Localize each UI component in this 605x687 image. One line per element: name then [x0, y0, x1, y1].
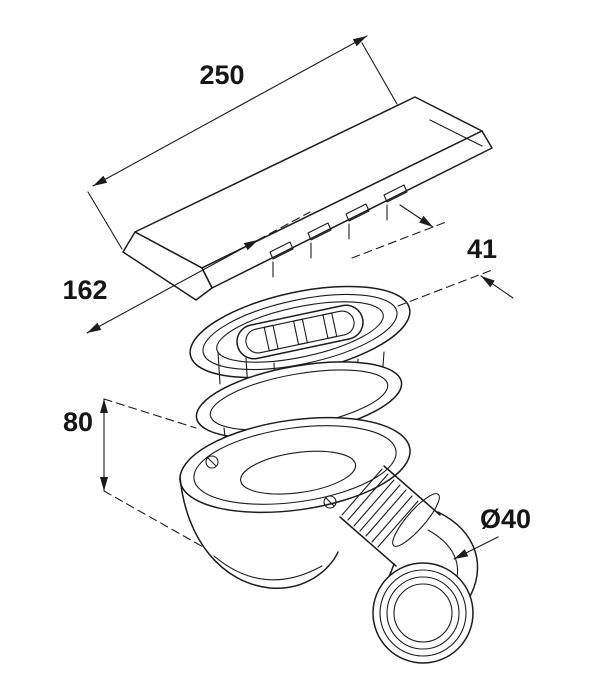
- dim-41-arrow-bottom: [480, 275, 514, 299]
- dim-250-line: [92, 35, 368, 187]
- lid-cover: [122, 96, 493, 301]
- opening-bore: [393, 583, 453, 643]
- dim-41-arrow-top: [399, 204, 434, 228]
- dim-162-line: [86, 239, 259, 334]
- bowl-shell: [179, 476, 339, 589]
- dim-250-ext-right: [361, 42, 398, 105]
- flange-inner-rim: [216, 301, 384, 363]
- outlet-elbow: [339, 465, 479, 664]
- outlet-collar: [392, 493, 440, 547]
- flange-crossbar-3: [322, 312, 338, 339]
- flange-crossbar-1: [263, 324, 279, 352]
- dimension-label-162: 162: [62, 275, 107, 305]
- dimension-80: 80: [63, 398, 206, 549]
- neck-edge-top: [383, 465, 441, 516]
- dimension-label-80: 80: [63, 407, 93, 437]
- dimension-250: 250: [87, 35, 398, 250]
- dim-41-ext-top: [351, 221, 447, 259]
- dim-250-ext-left: [87, 191, 123, 250]
- flange-crossbar-2: [293, 318, 308, 346]
- bowl-rim-inner: [193, 425, 397, 505]
- dimension-162: 162: [62, 211, 311, 334]
- outlet-opening: [372, 562, 474, 664]
- lid-top-face: [134, 96, 483, 269]
- opening-inner: [386, 576, 460, 650]
- dim-41-ext-bottom: [397, 269, 493, 307]
- dim-80-ext-top: [103, 398, 197, 429]
- outlet-threads: [341, 468, 419, 548]
- elbow-outer-curve: [437, 511, 479, 601]
- trap-body: [179, 416, 411, 589]
- lid-fold-crease: [429, 119, 483, 147]
- bowl-bottom-edge: [213, 555, 323, 581]
- dimension-41: 41: [351, 204, 514, 307]
- opening-outer: [372, 562, 474, 664]
- flange-middle-rim: [202, 293, 398, 371]
- dimension-40: Ø40: [453, 504, 531, 560]
- dimension-label-41: 41: [467, 234, 497, 264]
- dim-162-leader: [257, 211, 311, 241]
- dim-80-ext-bottom: [103, 490, 206, 549]
- bowl-screws: [205, 455, 337, 509]
- opening-mid: [379, 569, 467, 657]
- dim-40-leader: [453, 536, 499, 560]
- lid-vent-slots: [269, 184, 408, 278]
- bowl-basket-seat: [240, 450, 357, 495]
- dimension-label-250: 250: [199, 60, 244, 90]
- neck-edge-bottom: [339, 516, 397, 567]
- dimension-label-40: Ø40: [480, 504, 531, 534]
